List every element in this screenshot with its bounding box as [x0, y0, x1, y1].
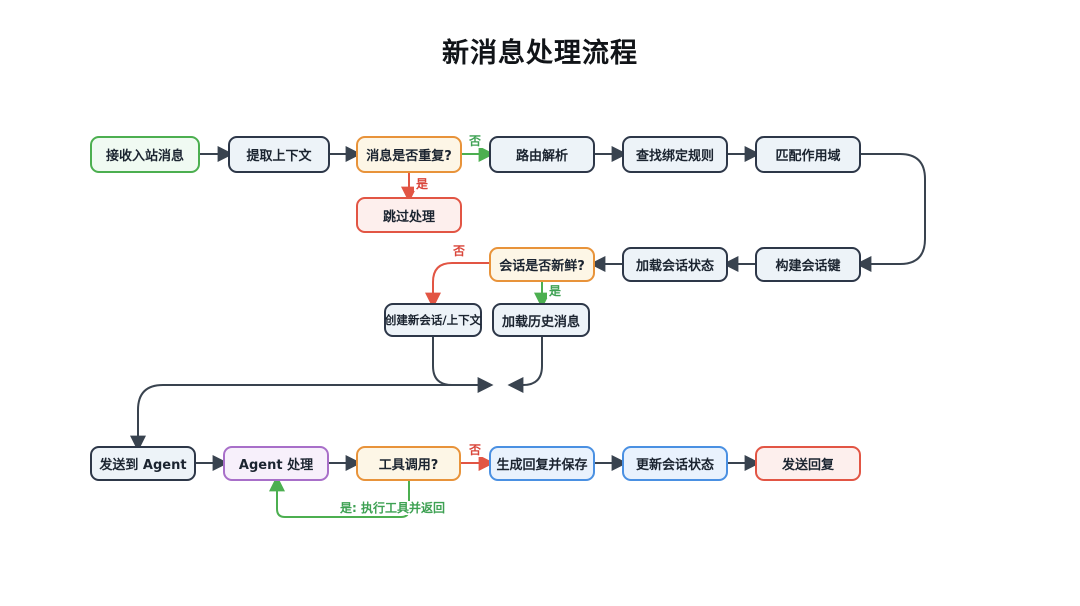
node-duplicate-check: 消息是否重复? — [356, 136, 462, 173]
node-extract-context: 提取上下文 — [228, 136, 330, 173]
edge-label-fresh-yes: 是 — [547, 284, 564, 298]
node-send-reply: 发送回复 — [755, 446, 861, 481]
node-tool-call-check: 工具调用? — [356, 446, 461, 481]
edge-label-dup-yes: 是 — [414, 177, 431, 191]
node-session-fresh-check: 会话是否新鲜? — [489, 247, 595, 282]
node-update-session-state: 更新会话状态 — [622, 446, 728, 481]
node-receive-inbound-message: 接收入站消息 — [90, 136, 200, 173]
edge-label-tool-yes-loop: 是: 执行工具并返回 — [338, 501, 447, 515]
node-find-binding-rules: 查找绑定规则 — [622, 136, 728, 173]
node-route-parse: 路由解析 — [489, 136, 595, 173]
edge-fresh-no-to-newsession — [425, 262, 489, 309]
node-create-new-session: 创建新会话/上下文 — [384, 303, 482, 337]
edge-label-fresh-no: 否 — [451, 244, 468, 258]
node-match-scope: 匹配作用域 — [755, 136, 861, 173]
node-generate-reply-save: 生成回复并保存 — [489, 446, 595, 481]
diagram-title: 新消息处理流程 — [442, 38, 638, 69]
node-build-session-key: 构建会话键 — [755, 247, 861, 282]
edge-merge-to-sendagent — [130, 384, 460, 452]
edge-loadhistory-to-merge — [507, 337, 543, 393]
edge-scope-to-buildkey — [855, 153, 926, 272]
node-load-history: 加载历史消息 — [492, 303, 590, 337]
node-skip-processing: 跳过处理 — [356, 197, 462, 233]
node-send-to-agent: 发送到 Agent — [90, 446, 196, 481]
edge-label-tool-no: 否 — [467, 443, 484, 457]
edge-label-dup-no: 否 — [467, 134, 484, 148]
node-agent-process: Agent 处理 — [223, 446, 329, 481]
edge-newsession-to-merge — [432, 337, 494, 393]
node-load-session-state: 加载会话状态 — [622, 247, 728, 282]
